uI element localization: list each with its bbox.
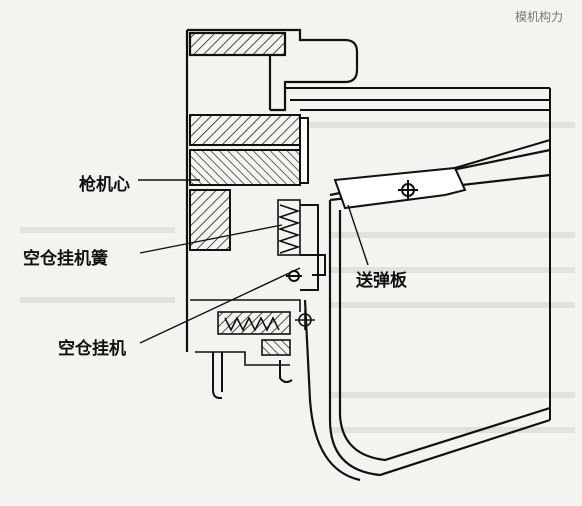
magazine-catch-spring	[190, 299, 315, 366]
leader-lines	[138, 179, 369, 344]
label-bolt-stop-spring: 空仓挂机簧	[23, 249, 108, 269]
header-fragment: 模机构力	[515, 10, 564, 24]
receiver-wall	[185, 28, 359, 352]
background-texture	[20, 122, 575, 433]
bolt-carrier-block	[189, 114, 309, 251]
bolt-stop-lever	[286, 204, 326, 291]
follower-plate	[333, 139, 551, 210]
bolt-stop-spring-coil	[277, 199, 301, 256]
lower-stub	[212, 352, 293, 399]
label-bolt-stop: 空仓挂机	[58, 339, 126, 359]
label-bolt-carrier: 枪机心	[79, 175, 130, 195]
top-rail	[285, 87, 551, 420]
label-follower: 送弹板	[356, 271, 407, 291]
